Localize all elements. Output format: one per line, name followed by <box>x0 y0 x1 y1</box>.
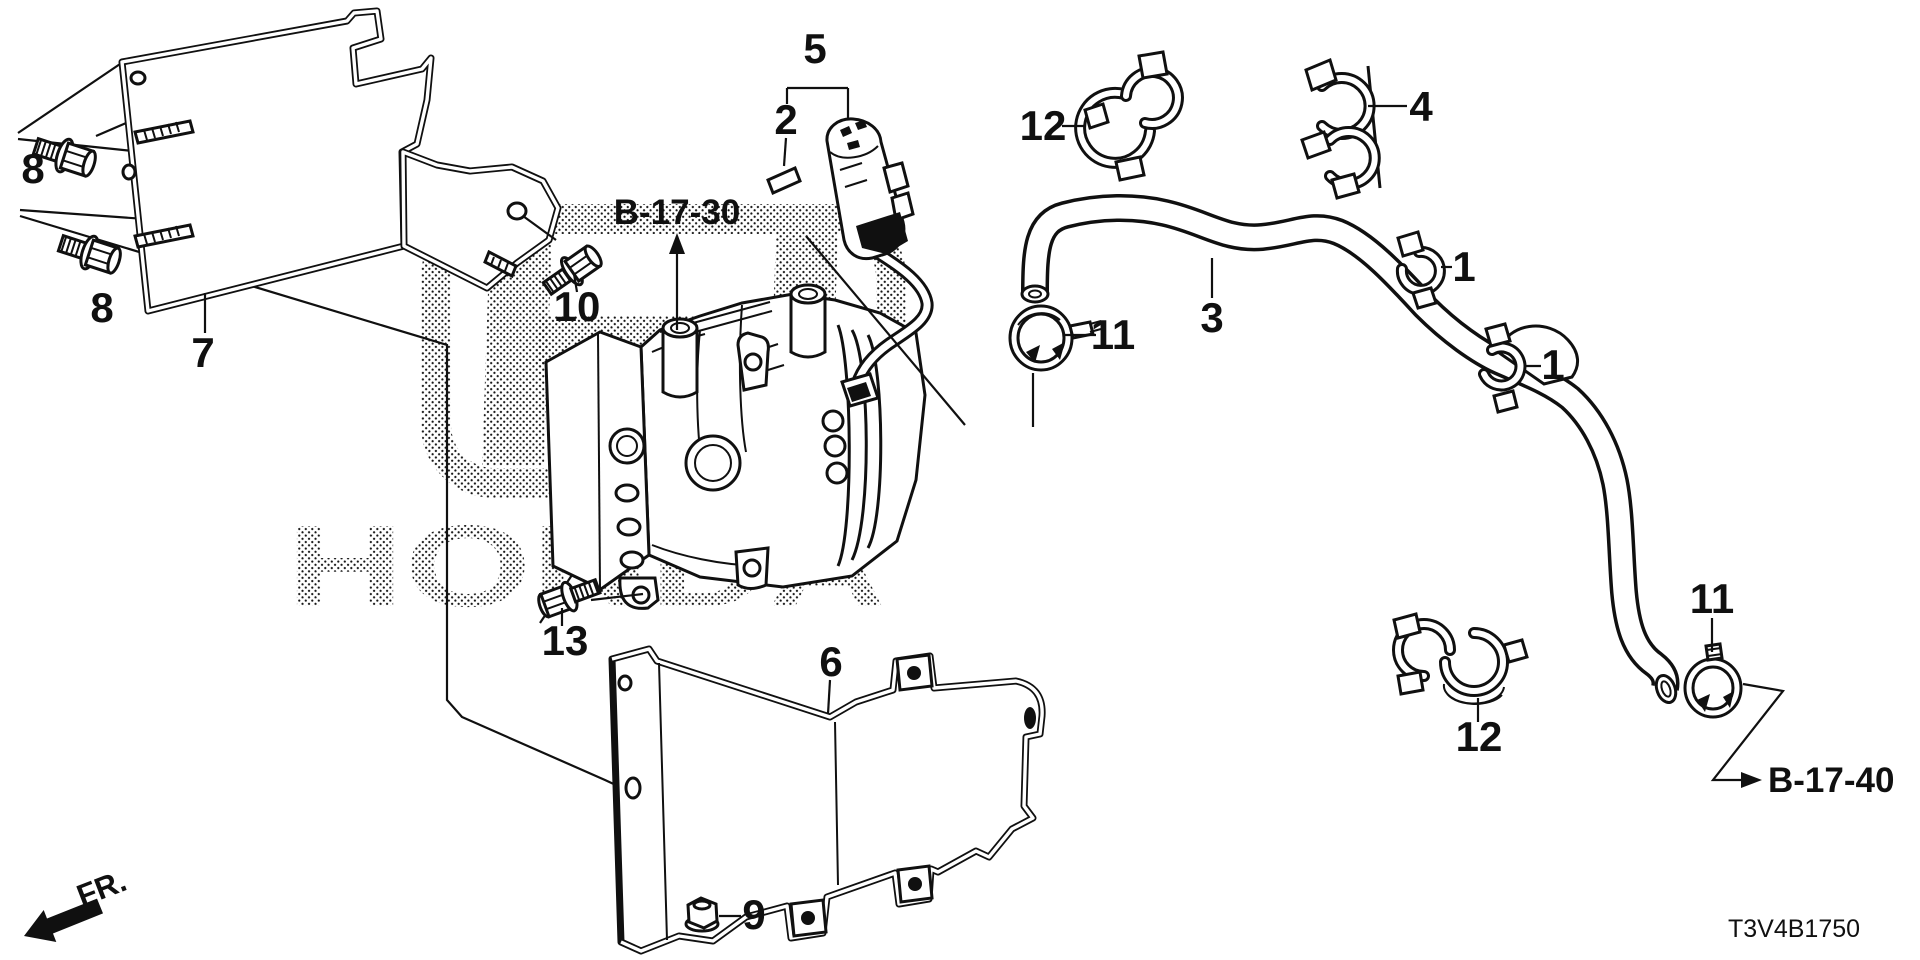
bracket-flap-hole <box>506 201 528 221</box>
callout-13[interactable]: 13 <box>542 617 589 664</box>
part-12-clamp-lower <box>1392 612 1529 705</box>
cover-creases <box>658 662 839 941</box>
leader-5-bracket <box>785 86 850 120</box>
leader-2 <box>782 137 788 167</box>
leader-b1740-zigzag <box>1710 682 1786 782</box>
leader-connector-to-pump <box>805 235 966 426</box>
pump-plate-hole <box>608 427 646 465</box>
leader-10-label <box>572 273 579 293</box>
part-7-bracket <box>118 7 562 315</box>
part-6-lower-cover <box>608 645 1046 955</box>
front-arrow-icon <box>24 898 103 942</box>
part-13-flange-bolt <box>537 577 602 619</box>
cover-hole-upper <box>617 674 633 692</box>
hose-end-inner-right <box>1660 680 1672 698</box>
leader-6 <box>826 679 832 715</box>
leader-bolt8-lower-b <box>19 214 634 794</box>
part-8-flange-bolt-upper <box>31 136 97 178</box>
part-4-double-clamp <box>1300 57 1382 200</box>
bracket-stud-lower <box>133 223 195 249</box>
callout-12-lower[interactable]: 12 <box>1456 713 1503 760</box>
hose-molded-bump <box>1496 324 1579 386</box>
part-12-clamp-upper <box>1074 50 1184 182</box>
pump-ear-bottom-left <box>618 576 660 610</box>
hose-end-opening-left <box>1020 284 1050 304</box>
hose-end-inner-left <box>1028 289 1042 299</box>
b1740-arrowhead <box>1741 772 1762 788</box>
callout-12-upper[interactable]: 12 <box>1020 102 1067 149</box>
part-8-flange-bolt-lower <box>56 233 122 275</box>
cover-clip-nut-1 <box>895 653 934 692</box>
leader-13-to-ear <box>590 592 644 602</box>
callout-6[interactable]: 6 <box>819 638 842 685</box>
callout-2[interactable]: 2 <box>774 96 797 143</box>
part-3-water-hose <box>1020 193 1680 705</box>
b1730-arrowhead <box>669 233 685 254</box>
callout-11-upper[interactable]: 11 <box>1091 311 1135 358</box>
part-2-label-tag <box>766 165 802 196</box>
callout-10[interactable]: 10 <box>554 283 601 330</box>
callout-11-lower[interactable]: 11 <box>1690 575 1734 622</box>
pump-assembly <box>544 246 934 610</box>
part-11-clamp-lower <box>1683 642 1743 719</box>
front-marker-label: FR. <box>72 863 131 914</box>
part-11-clamp-upper <box>1008 304 1102 372</box>
callout-8-lower[interactable]: 8 <box>90 284 113 331</box>
hose-outline <box>1021 193 1680 691</box>
ref-label-b-17-40[interactable]: B-17-40 <box>1768 761 1894 800</box>
bracket-hole-1 <box>129 70 147 86</box>
part-5-connector <box>825 117 915 261</box>
part-9-flange-nut <box>684 896 720 933</box>
pump-ear-bottom-right <box>734 546 770 590</box>
callout-7[interactable]: 7 <box>191 329 214 376</box>
ref-label-b-17-30[interactable]: B-17-30 <box>614 193 740 232</box>
leader-bolt8-upper-a <box>17 61 124 134</box>
connector-latch-1 <box>882 161 910 194</box>
cover-ear-hole <box>1024 707 1036 729</box>
part-1-clip-lower <box>1478 322 1527 414</box>
part-1-clip-upper <box>1395 230 1446 310</box>
cover-clip-nut-3 <box>789 898 828 938</box>
pump-ear-top <box>736 331 770 392</box>
callout-4[interactable]: 4 <box>1409 83 1433 130</box>
honda-logo-h-left <box>482 234 552 466</box>
callout-1-lower[interactable]: 1 <box>1541 341 1564 388</box>
connector-boot <box>856 212 908 254</box>
callout-9[interactable]: 9 <box>742 891 765 938</box>
bracket-flap-stud <box>483 249 518 279</box>
leader-10-hole <box>522 215 557 241</box>
pump-port-right <box>789 283 827 359</box>
hose-body <box>1024 197 1676 691</box>
pump-pigtail <box>840 246 934 408</box>
front-direction-marker: FR. <box>24 863 131 942</box>
callout-5[interactable]: 5 <box>803 25 826 72</box>
leader-lines-over <box>203 86 1786 918</box>
bracket-stud-upper <box>133 119 195 145</box>
pump-center-opening <box>684 434 742 492</box>
diagram-code: T3V4B1750 <box>1728 915 1860 943</box>
cover-clip-nut-2 <box>896 864 934 904</box>
cover-hole-lower <box>624 776 642 800</box>
pump-port-left <box>661 317 699 399</box>
bracket-plate <box>118 7 435 315</box>
part-10-flange-bolt <box>541 244 603 297</box>
bracket-hole-2 <box>121 163 137 181</box>
callout-labels: 8 8 7 10 2 5 12 4 1 1 3 11 13 6 9 12 11 <box>21 25 1734 938</box>
callout-8-upper[interactable]: 8 <box>21 145 44 192</box>
callout-1-upper[interactable]: 1 <box>1452 243 1475 290</box>
callout-3[interactable]: 3 <box>1200 294 1223 341</box>
